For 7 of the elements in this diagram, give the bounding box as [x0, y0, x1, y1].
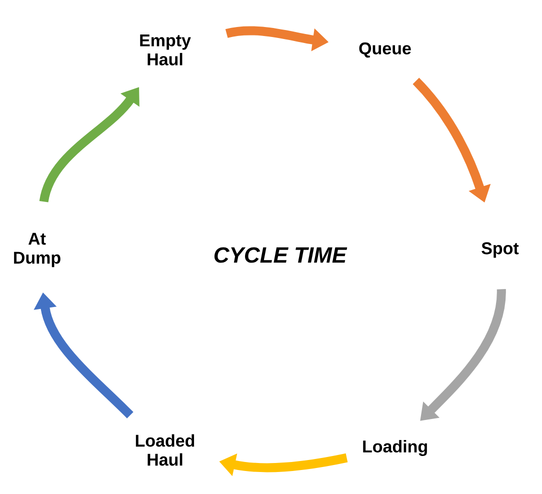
stage-label: At Dump	[14, 232, 60, 268]
center-label: CYCLE TIME	[214, 247, 348, 263]
stage-label: Spot	[482, 242, 519, 258]
stage-label: Empty Haul	[140, 34, 191, 66]
stage-label: Queue	[359, 42, 411, 58]
stage-label: Loading	[363, 440, 427, 456]
stage-label: Loaded Haul	[136, 434, 194, 466]
